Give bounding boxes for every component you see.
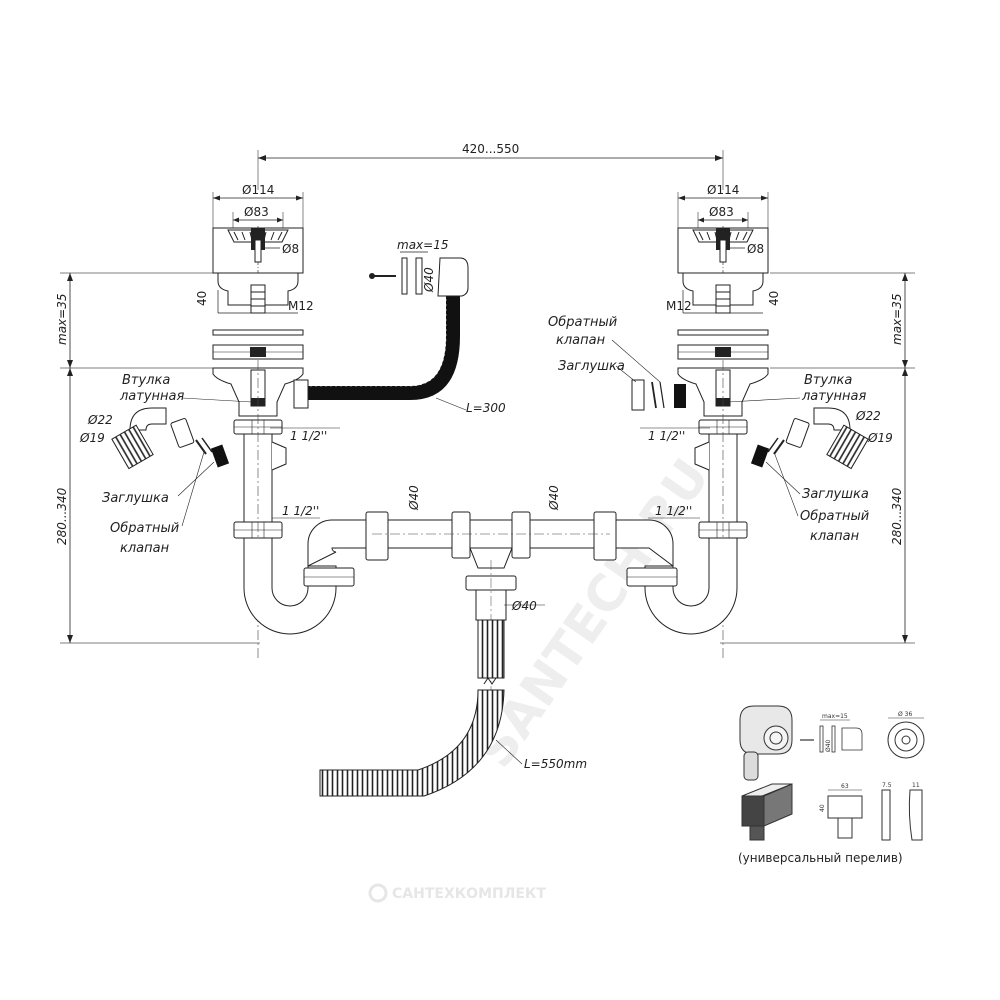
right-d19: Ø19 [867,431,893,445]
brand-mark: САНТЕХКОМПЛЕКТ [368,883,546,903]
drain-hose-length: L=550mm [524,757,587,771]
right-sleeve-label-2: латунная [801,389,867,404]
upper-valve-label-1: Обратный [548,315,617,330]
tee-d40: Ø40 [511,599,537,613]
right-d8: Ø8 [747,242,764,256]
left-m12: M12 [288,299,314,313]
right-d83: Ø83 [709,205,734,219]
left-d83: Ø83 [244,205,269,219]
pipe-d40-right: Ø40 [547,485,561,511]
left-valve-label-2: клапан [120,541,170,556]
inset-caption: (универсальный перелив) [738,851,903,865]
right-plug-label: Заглушка [802,487,869,502]
right-valve-label-1: Обратный [800,509,869,524]
left-thread-lower: 1 1/2'' [282,504,319,518]
overflow-max: max=15 [397,238,448,252]
left-sleeve-label-2: латунная [119,389,185,404]
right-h40: 40 [767,291,781,306]
right-sleeve-label-1: Втулка [804,373,852,388]
drain-hose [319,619,505,797]
inset-h40: 40 [819,804,826,812]
overflow-hose [293,251,469,409]
right-thread-upper: 1 1/2'' [648,429,685,443]
upper-valve-label-2: клапан [556,333,606,348]
inset-d36: Ø 36 [898,711,912,718]
inset-max: max=15 [822,713,848,720]
right-hose-adapter [631,379,869,470]
right-d114: Ø114 [707,183,739,197]
right-valve-label-2: клапан [810,529,860,544]
right-d22: Ø22 [855,409,881,423]
right-height-label: 280...340 [890,487,904,545]
inset-w75: 7.5 [882,782,892,789]
left-valve-label-1: Обратный [110,521,179,536]
left-d19: Ø19 [79,431,105,445]
left-plug-label: Заглушка [102,491,169,506]
right-thread-lower: 1 1/2'' [655,504,692,518]
overflow-inset: max=15 Ø40 Ø 36 63 40 7.5 11 (универсаль… [738,705,925,865]
left-sleeve-label-1: Втулка [122,373,170,388]
right-m12: M12 [666,299,692,313]
left-thread-upper: 1 1/2'' [290,429,327,443]
brand-logo-icon [368,883,388,903]
left-drain-assembly [212,191,373,661]
connecting-pipe [365,511,617,690]
span-dimension: 420...550 [258,142,723,161]
left-hose-adapter [111,407,230,470]
left-max-label: max=35 [55,294,69,345]
inset-w63: 63 [841,783,849,790]
component-labels: Втулка латунная Втулка латунная Заглушка… [102,315,869,556]
upper-plug-label: Заглушка [558,359,625,374]
right-drain-assembly [608,191,769,661]
brand-text: САНТЕХКОМПЛЕКТ [392,886,546,902]
left-height-label: 280...340 [55,487,69,545]
overflow-hose-length: L=300 [466,401,506,415]
right-vertical-dims: max=35 280...340 [890,273,908,643]
right-max-label: max=35 [890,294,904,345]
inset-d40: Ø40 [825,739,832,752]
left-h40: 40 [195,291,209,306]
overflow-d40: Ø40 [422,267,436,293]
extension-lines [60,150,915,644]
left-d8: Ø8 [282,242,299,256]
dimension-texts: Ø114 Ø83 Ø8 40 M12 Ø114 Ø83 Ø8 40 M12 ma… [79,183,893,771]
left-d22: Ø22 [87,413,113,427]
span-label: 420...550 [462,142,519,156]
left-d114: Ø114 [242,183,274,197]
inset-w11: 11 [912,782,920,789]
pipe-d40-left: Ø40 [407,485,421,511]
left-vertical-dims: max=35 280...340 [55,273,73,643]
